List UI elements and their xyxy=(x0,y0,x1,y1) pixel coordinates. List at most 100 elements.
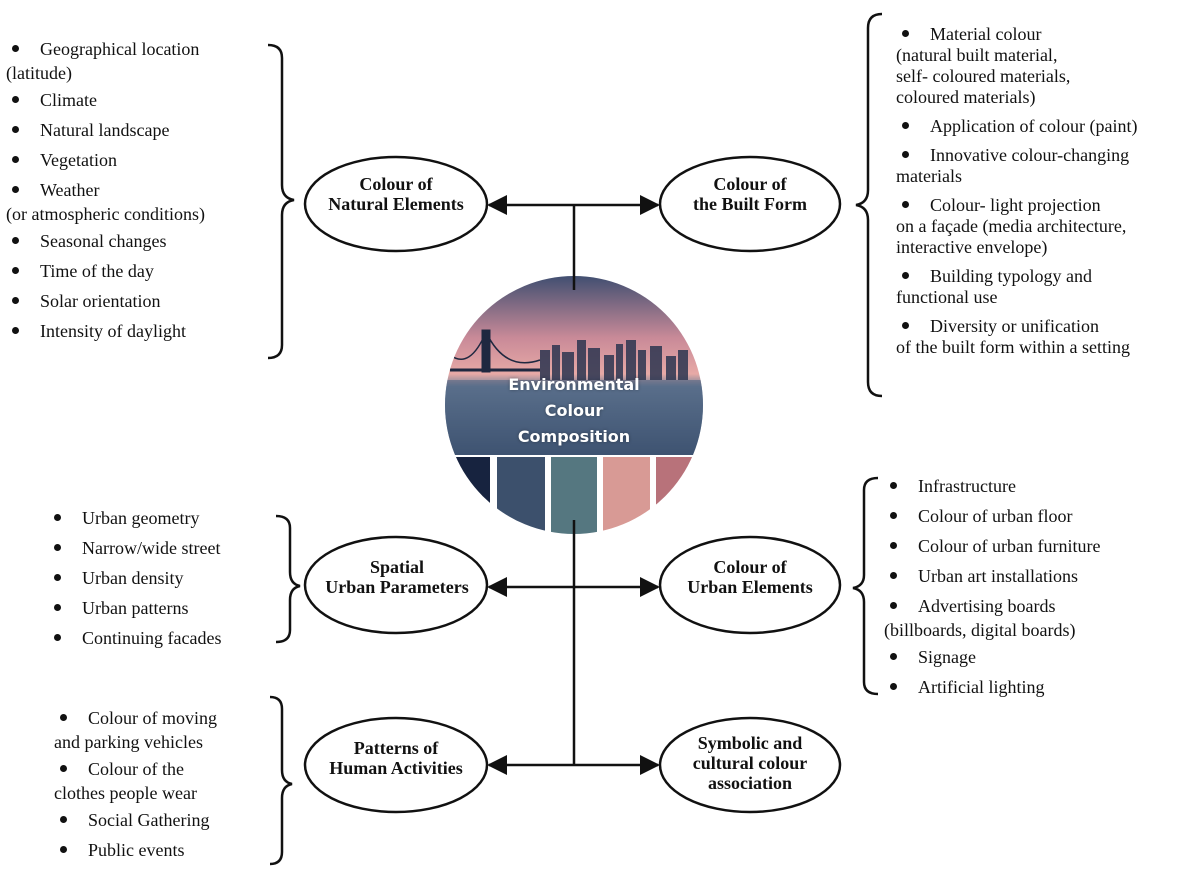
list-item: Climate xyxy=(6,85,205,115)
bullet-icon xyxy=(48,533,82,563)
bullet-icon xyxy=(54,754,88,784)
list-item: Seasonal changes xyxy=(6,226,205,256)
bullet-icon xyxy=(884,672,918,702)
node-built-ellipse xyxy=(658,155,842,253)
bullet-icon xyxy=(884,561,918,591)
braces xyxy=(267,12,883,866)
bullet-icon xyxy=(6,85,40,115)
bullet-icon xyxy=(884,501,918,531)
list-item: Weather(or atmospheric conditions) xyxy=(6,175,205,226)
bullet-icon xyxy=(48,593,82,623)
node-natural-ellipse xyxy=(303,155,489,253)
bullet-icon xyxy=(6,145,40,175)
bullet-icon xyxy=(884,642,918,672)
node-human-line2: Human Activities xyxy=(329,758,463,778)
list-item: Advertising boards(billboards, digital b… xyxy=(884,591,1100,642)
bullet-icon xyxy=(884,531,918,561)
bullet-icon xyxy=(54,703,88,733)
node-urban-line1: Colour of xyxy=(713,557,787,577)
node-spatial-ellipse xyxy=(303,535,489,635)
node-spatial-line2: Urban Parameters xyxy=(325,577,469,597)
brace-spatial xyxy=(275,514,301,644)
bullet-icon xyxy=(884,591,918,621)
brace-natural xyxy=(267,43,295,360)
list-item: Application of colour (paint) xyxy=(896,114,1137,138)
node-human-line1: Patterns of xyxy=(353,738,439,758)
bullet-icon xyxy=(48,503,82,533)
list-item: Colour of urban furniture xyxy=(884,531,1100,561)
list-item: Innovative colour-changing materials xyxy=(896,145,1130,186)
list-item: Social Gathering xyxy=(54,805,217,835)
colour-palette xyxy=(446,457,703,534)
list-item: Signage xyxy=(884,642,1100,672)
list-item: Continuing facades xyxy=(48,623,221,653)
node-built-label: Colour of the Built Form xyxy=(660,174,840,214)
list-item: Urban density xyxy=(48,563,221,593)
bullet-icon xyxy=(6,115,40,145)
bullet-icon xyxy=(6,316,40,346)
bullet-icon xyxy=(6,256,40,286)
bullet-icon xyxy=(884,471,918,501)
list-item: Colour of urban floor xyxy=(884,501,1100,531)
node-spatial-line1: Spatial xyxy=(369,557,425,577)
brace-urban xyxy=(852,476,879,696)
node-symbolic-line1: Symbolic and xyxy=(697,733,803,753)
list-item: Geographical location(latitude) xyxy=(6,34,205,85)
node-urban-ellipse xyxy=(658,535,842,635)
node-natural-line2: Natural Elements xyxy=(328,194,464,214)
list-item: Diversity or unification of the built fo… xyxy=(896,316,1130,357)
node-urban-line2: Urban Elements xyxy=(687,577,813,597)
list-item: Intensity of daylight xyxy=(6,316,205,346)
list-item: Natural landscape xyxy=(6,115,205,145)
spatial-parameters-list: Urban geometry Narrow/wide street Urban … xyxy=(48,503,221,653)
node-urban-label: Colour of Urban Elements xyxy=(660,557,840,597)
node-human-ellipse xyxy=(303,716,489,814)
bullet-icon xyxy=(896,114,930,138)
list-item: Material colour (natural built material,… xyxy=(896,24,1071,107)
node-symbolic-label: Symbolic and cultural colour association xyxy=(660,733,840,793)
list-item: Urban geometry xyxy=(48,503,221,533)
center-photo xyxy=(444,275,704,535)
natural-elements-list: Geographical location(latitude) Climate … xyxy=(6,34,205,346)
connectors xyxy=(487,195,660,775)
list-item: Colour- light projection on a façade (me… xyxy=(896,195,1127,257)
list-item: Public events xyxy=(54,835,217,865)
center-title-line: Colour xyxy=(544,401,604,420)
center-title-line: Composition xyxy=(517,427,631,446)
node-natural-line1: Colour of xyxy=(359,174,433,194)
bullet-icon xyxy=(6,34,40,64)
built-form-list: Material colour (natural built material,… xyxy=(896,22,1137,364)
node-natural-label: Colour of Natural Elements xyxy=(306,174,486,214)
list-item: Narrow/wide street xyxy=(48,533,221,563)
center-title: Environmental Colour Composition xyxy=(474,372,674,450)
node-human-label: Patterns of Human Activities xyxy=(306,738,486,778)
list-item: Infrastructure xyxy=(884,471,1100,501)
city-skyline xyxy=(540,340,688,380)
center-title-line: Environmental xyxy=(508,375,640,394)
bridge xyxy=(449,329,541,373)
node-symbolic-ellipse xyxy=(658,716,842,814)
list-item: Time of the day xyxy=(6,256,205,286)
node-spatial-label: Spatial Urban Parameters xyxy=(306,557,488,597)
bullet-icon xyxy=(6,286,40,316)
list-item: Vegetation xyxy=(6,145,205,175)
bullet-icon xyxy=(48,563,82,593)
brace-human xyxy=(269,695,293,866)
list-item: Solar orientation xyxy=(6,286,205,316)
urban-elements-list: Infrastructure Colour of urban floor Col… xyxy=(884,471,1100,702)
bullet-icon xyxy=(6,175,40,205)
list-item: Building typology and functional use xyxy=(896,266,1092,307)
bullet-icon xyxy=(54,805,88,835)
palette-swatch-4 xyxy=(603,457,650,534)
list-item: Urban patterns xyxy=(48,593,221,623)
bullet-icon xyxy=(6,226,40,256)
node-built-line2: the Built Form xyxy=(693,194,807,214)
node-built-line1: Colour of xyxy=(713,174,787,194)
bullet-icon xyxy=(54,835,88,865)
palette-swatch-2 xyxy=(497,457,545,534)
list-item: Artificial lighting xyxy=(884,672,1100,702)
node-symbolic-line3: association xyxy=(707,773,792,793)
